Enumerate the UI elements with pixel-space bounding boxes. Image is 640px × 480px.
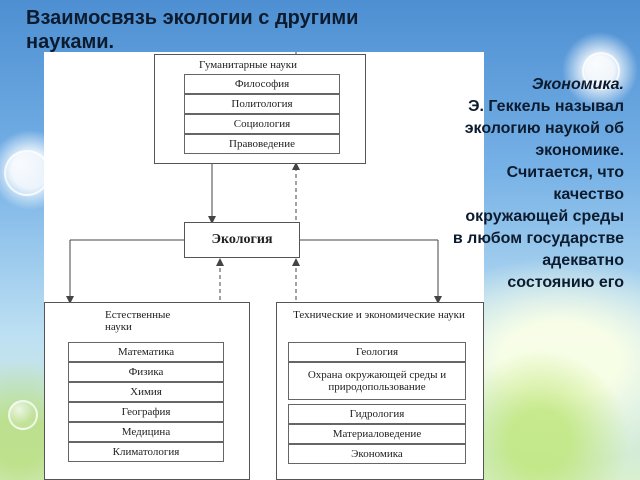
natural-item: Химия	[68, 382, 224, 402]
side-description: Экономика. Э. Геккель называл экологию н…	[452, 74, 624, 294]
natural-item: Физика	[68, 362, 224, 382]
decor-bubble	[582, 52, 620, 90]
technical-item: Материаловедение	[288, 424, 466, 444]
humanities-item: Правоведение	[184, 134, 340, 154]
diagram-panel: Гуманитарные науки Философия Политология…	[44, 52, 484, 480]
technical-sciences-heading: Технические и экономические науки	[293, 309, 465, 321]
humanities-heading: Гуманитарные науки	[199, 59, 298, 71]
natural-sciences-heading: Естественные науки	[105, 309, 171, 333]
natural-item: Медицина	[68, 422, 224, 442]
natural-item: Математика	[68, 342, 224, 362]
technical-item: Охрана окружающей среды и природопользов…	[288, 362, 466, 400]
humanities-item: Политология	[184, 94, 340, 114]
side-body: Э. Геккель называл экологию наукой об эк…	[452, 98, 624, 291]
decor-bubble	[8, 400, 38, 430]
technical-item: Геология	[288, 342, 466, 362]
slide-title: Взаимосвязь экологии с другими науками.	[26, 7, 359, 53]
natural-item: География	[68, 402, 224, 422]
technical-item: Экономика	[288, 444, 466, 464]
humanities-item: Философия	[184, 74, 340, 94]
connector-lines	[66, 52, 442, 304]
ecology-box: Экология	[184, 222, 300, 258]
technical-item: Гидрология	[288, 404, 466, 424]
humanities-item: Социология	[184, 114, 340, 134]
side-lead: Экономика.	[531, 76, 624, 93]
decor-bubble	[4, 150, 50, 196]
natural-item: Климатология	[68, 442, 224, 462]
